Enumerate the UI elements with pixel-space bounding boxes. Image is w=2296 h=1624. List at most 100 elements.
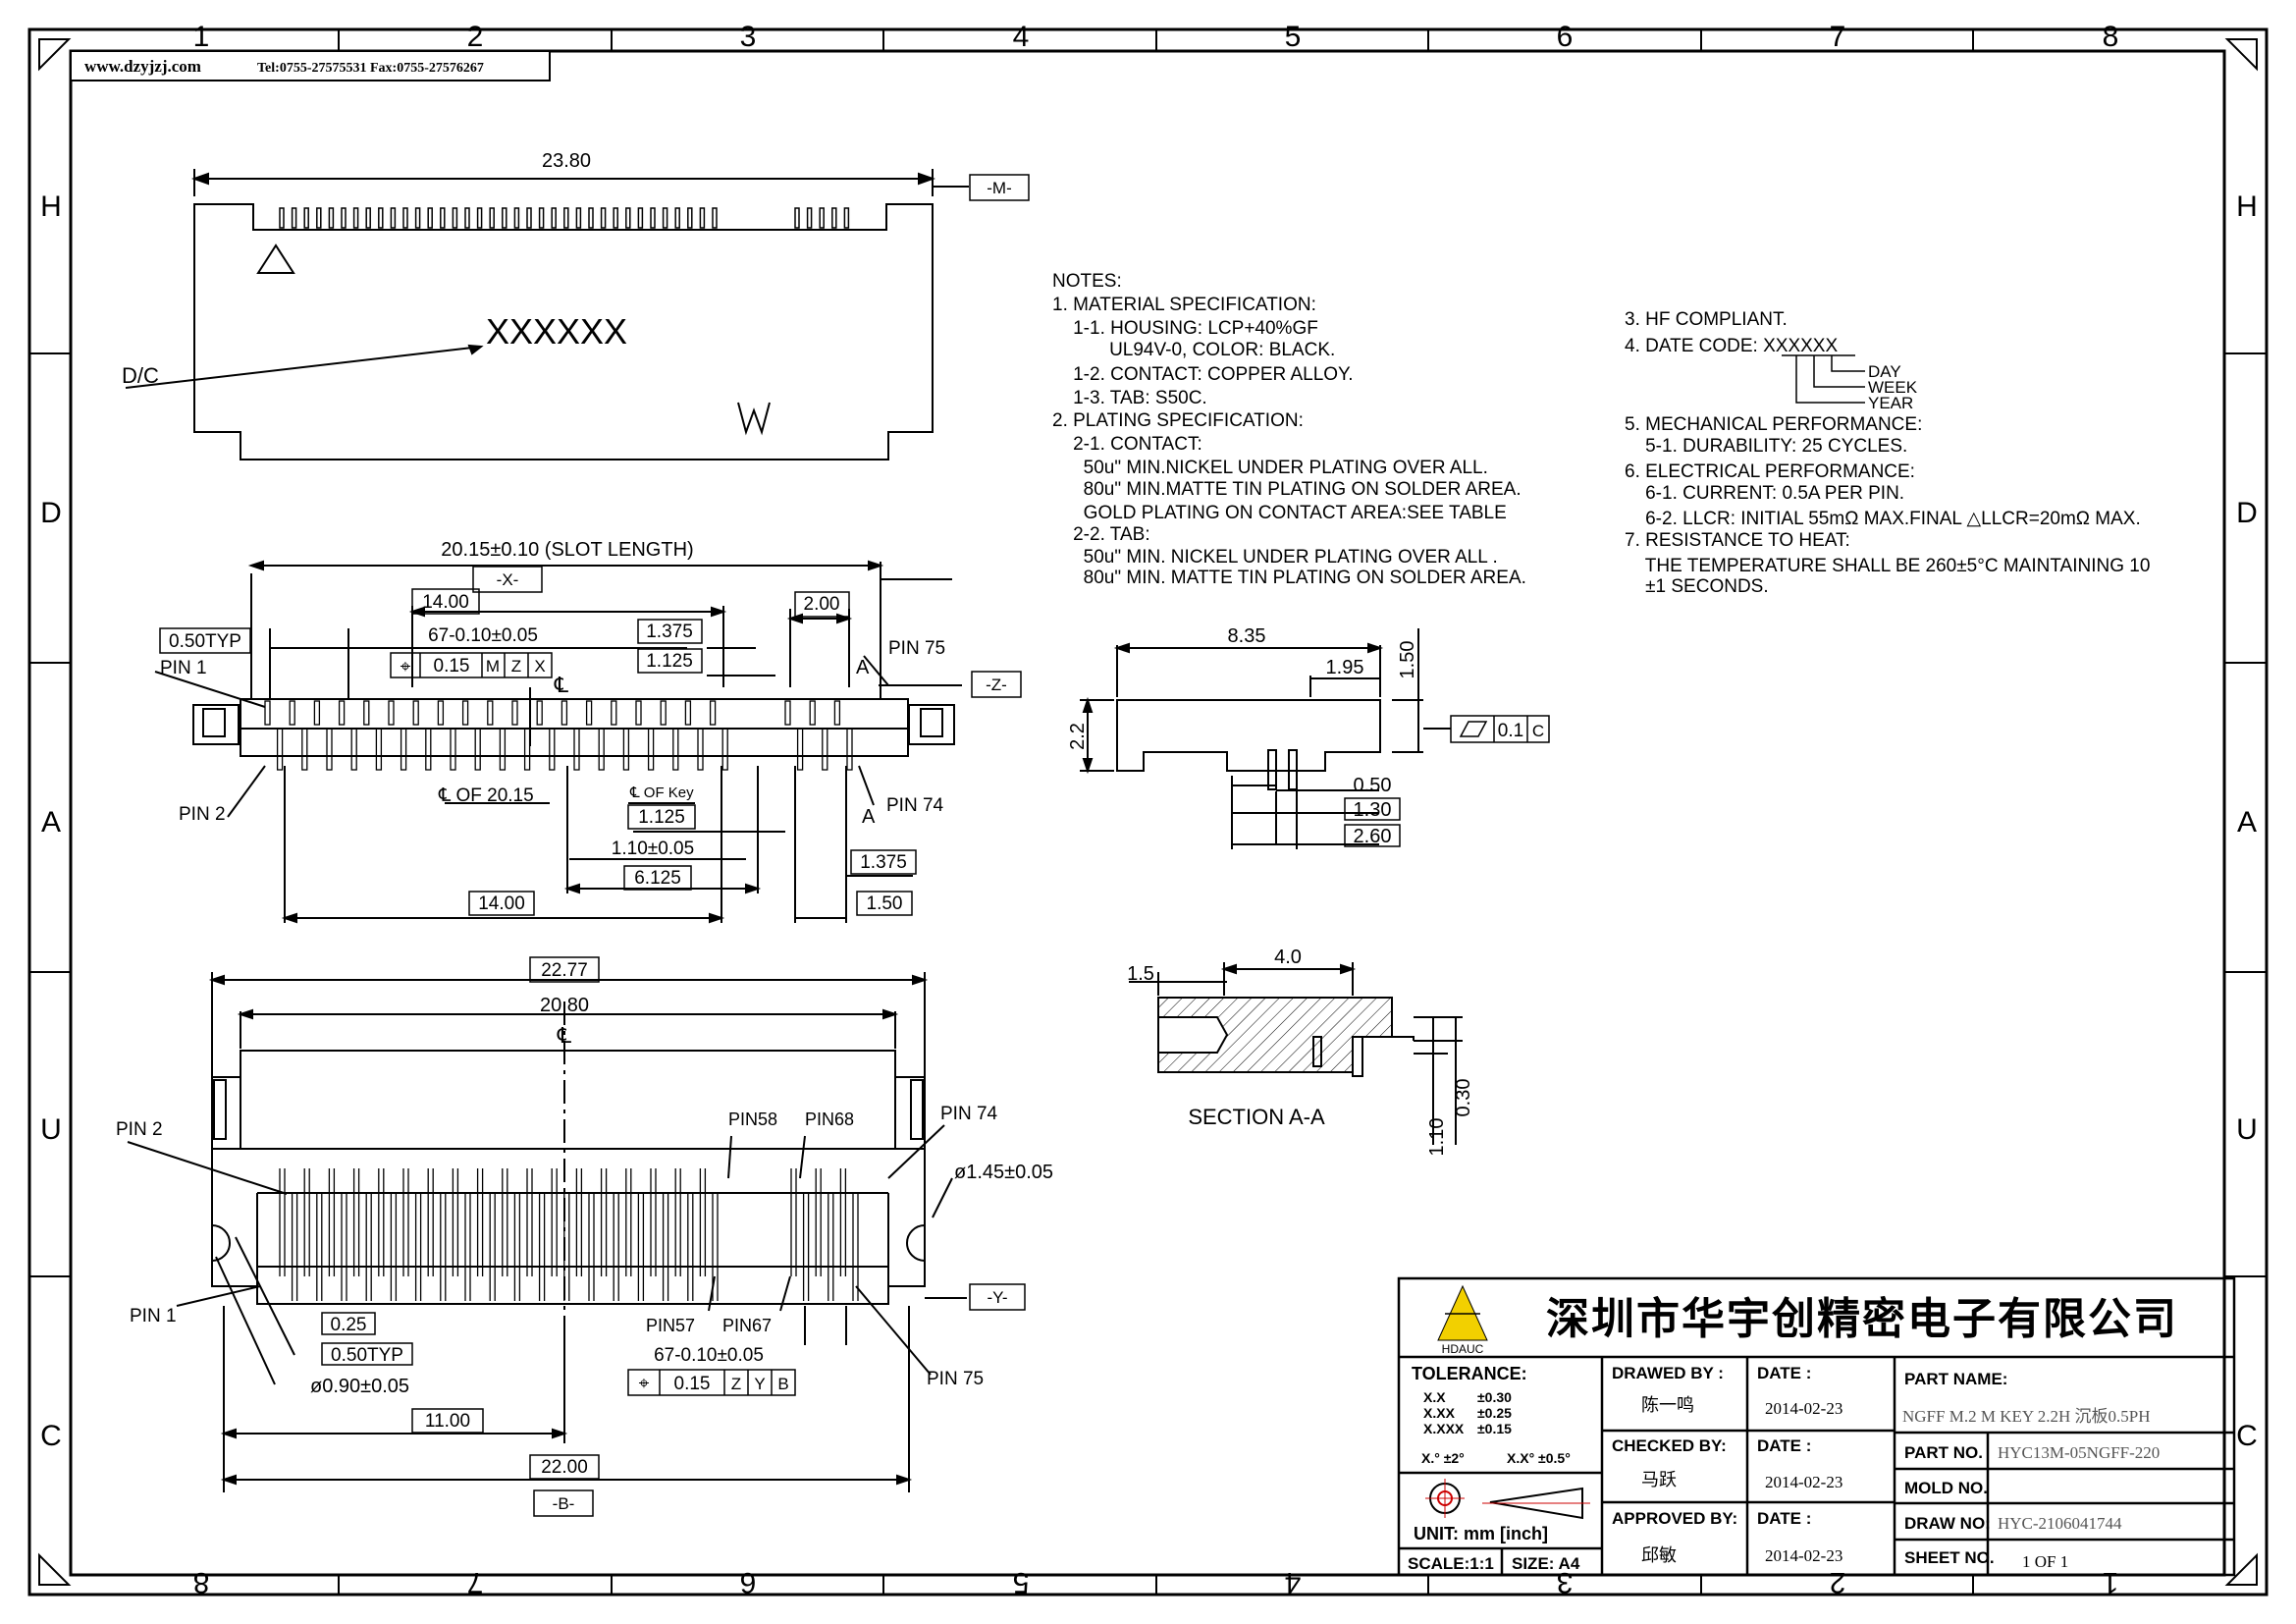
contact-pin: [476, 207, 483, 229]
contact-pin: [822, 728, 828, 771]
flatness-frame: [1450, 715, 1550, 743]
sheet-no: 1 OF 1: [2022, 1552, 2068, 1571]
drawn-by-label: DRAWED BY :: [1612, 1364, 1724, 1382]
note-line: 2-1. CONTACT:: [1052, 434, 1202, 455]
dim-2-00-box: [794, 591, 850, 618]
contact-pin: [699, 207, 706, 229]
note-line: 2-2. TAB:: [1052, 524, 1150, 545]
grid-letter: C: [2236, 1420, 2258, 1452]
contact-pin: [637, 207, 644, 229]
note-line: 3. HF COMPLIANT.: [1625, 309, 1788, 330]
bottom-view-contacts: [279, 1168, 859, 1301]
note-line: 1-1. HOUSING: LCP+40%GF: [1052, 318, 1318, 339]
contact-pin: [316, 207, 322, 229]
draw-no-label: DRAW NO:: [1904, 1514, 1991, 1533]
contact-pin: [551, 207, 557, 229]
grid-numbers-bottom: 8 7 6 5 4 3 2 1: [193, 1566, 2119, 1598]
cl-of-key: ℄ OF Key: [629, 785, 694, 801]
scale-label: SCALE:1:1: [1408, 1554, 1494, 1573]
dim-1-10: 1.10±0.05: [612, 839, 694, 859]
contact-pin: [650, 207, 656, 229]
contact-pin: [709, 700, 717, 726]
dim-0-25: 0.25: [331, 1315, 367, 1335]
datum-b: -B-: [553, 1494, 575, 1513]
dim-0-50typ-bottom-box: [321, 1342, 413, 1366]
section-view: [1129, 962, 1463, 1145]
contact-pin: [291, 207, 297, 229]
note-line: 1. MATERIAL SPECIFICATION:: [1052, 295, 1316, 315]
company-logo: HDAUC: [1437, 1284, 1488, 1356]
grid-ticks: [29, 29, 2267, 1595]
inner-border: [69, 49, 2226, 1577]
pin75-bottom: PIN 75: [927, 1369, 984, 1389]
pin57-label: PIN57: [646, 1316, 695, 1335]
contact-pin: [538, 207, 545, 229]
tol-value: ±0.15: [1477, 1421, 1512, 1436]
contact-pin: [452, 207, 458, 229]
contact-pin: [474, 728, 481, 771]
contact-pin: [352, 207, 359, 229]
centerline-bottom: ℄: [557, 1023, 572, 1048]
grid-letter: A: [2237, 806, 2257, 839]
unit-label: UNIT: mm [inch]: [1414, 1524, 1548, 1543]
date-value: 2014-02-23: [1765, 1473, 1842, 1491]
contact-pin: [585, 700, 593, 726]
contact-pin: [400, 728, 407, 771]
contact-pin: [672, 728, 679, 771]
grid-letter: A: [41, 806, 61, 839]
note-line: ±1 SECONDS.: [1625, 576, 1769, 597]
website-text: www.dzyjzj.com: [84, 57, 201, 76]
fcf-datum: X: [534, 657, 545, 676]
grid-letters-left: H D A U C: [40, 190, 62, 1452]
contact-pin: [563, 207, 569, 229]
dim-4-0: 4.0: [1274, 947, 1302, 968]
dim-0-50typ-bottom: 0.50TYP: [331, 1345, 403, 1366]
note-line: 50u" MIN.NICKEL UNDER PLATING OVER ALL.: [1052, 458, 1488, 478]
contact-pin: [674, 207, 680, 229]
part-no: HYC13M-05NGFF-220: [1998, 1443, 2160, 1462]
contact-pin: [523, 728, 531, 771]
contact-pin: [338, 700, 346, 726]
sheet-no-label: SHEET NO.: [1904, 1548, 1995, 1567]
front-view-contacts: [264, 700, 853, 771]
approved-by: 邱敏: [1641, 1545, 1677, 1565]
dim-1-95: 1.95: [1326, 657, 1364, 678]
contact-pin: [784, 700, 791, 726]
note-line: 50u" MIN. NICKEL UNDER PLATING OVER ALL …: [1052, 547, 1498, 568]
checked-by-label: CHECKED BY:: [1612, 1436, 1727, 1455]
contact-pin: [622, 728, 630, 771]
pin74-bottom: PIN 74: [940, 1104, 998, 1124]
dim-14-00-top-box: [411, 588, 480, 615]
contact-pin: [843, 207, 850, 229]
dim-11-00-box: [411, 1408, 484, 1434]
contact-pin: [712, 207, 718, 229]
dim-pitch-bottom: 67-0.10±0.05: [654, 1345, 764, 1366]
contact-pin: [450, 728, 456, 771]
notes-right: 3. HF COMPLIANT. 4. DATE CODE: XXXXXX 5.…: [1625, 309, 2150, 597]
grid-num: 1: [2103, 1566, 2119, 1598]
tol-key: X.XX: [1423, 1405, 1456, 1421]
dim-1-30-side: 1.30: [1354, 799, 1392, 821]
grid-num: 6: [1557, 21, 1574, 53]
contact-pin: [402, 207, 408, 229]
notes-left: NOTES: 1. MATERIAL SPECIFICATION: 1-1. H…: [1052, 271, 1526, 588]
section-title: SECTION A-A: [1188, 1105, 1325, 1129]
contact-pin: [301, 728, 308, 771]
top-view: [125, 169, 969, 460]
datum-m: -M-: [987, 179, 1011, 197]
contact-pin: [279, 207, 285, 229]
contact-pin: [513, 207, 520, 229]
angle-tol: X.X° ±0.5°: [1507, 1450, 1571, 1466]
dim-0-50-side: 0.50: [1354, 775, 1392, 796]
note-line: 5-1. DURABILITY: 25 CYCLES.: [1625, 436, 1907, 457]
dim-1-50-side: 1.50: [1397, 641, 1418, 679]
grid-letter: H: [2236, 190, 2258, 223]
checked-by: 马跃: [1641, 1470, 1677, 1489]
contact-pin: [809, 700, 816, 726]
contact-pin: [388, 700, 395, 726]
contact-pin: [575, 207, 582, 229]
contact-pin: [350, 728, 357, 771]
note-line: NOTES:: [1052, 271, 1122, 292]
dim-22-00-box: [529, 1454, 600, 1480]
